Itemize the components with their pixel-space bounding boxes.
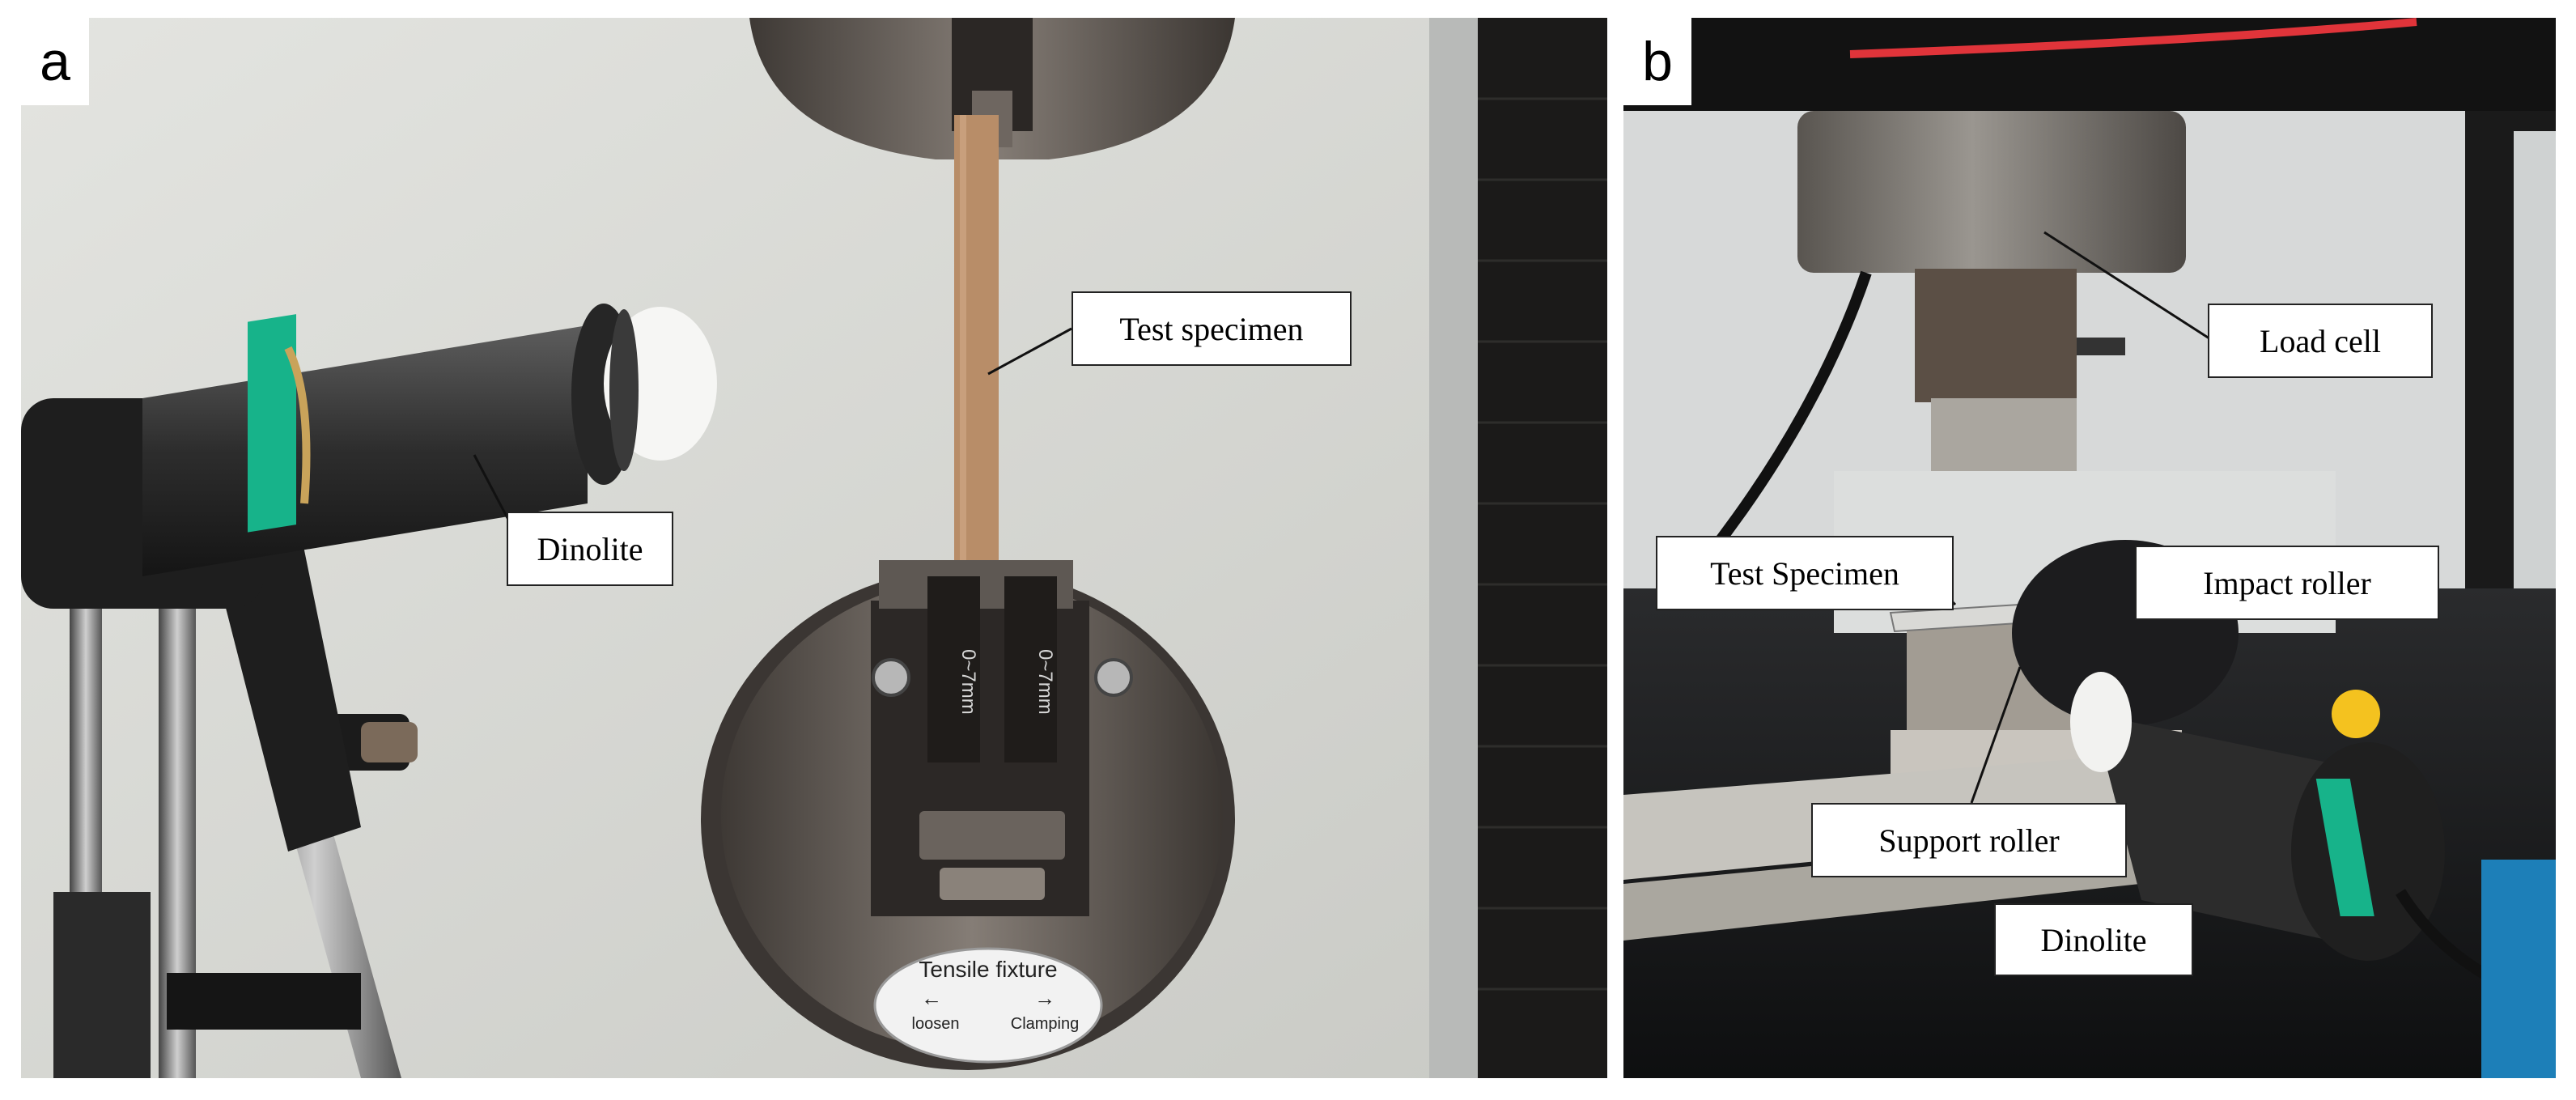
load-cell-body xyxy=(1797,111,2186,273)
dinolite-camera-b xyxy=(2070,672,2516,995)
tensile-test-photo xyxy=(21,18,1607,1078)
dinolite-camera xyxy=(21,304,717,609)
panel-b-impact-setup: b Load cell Test Specimen Impact roller … xyxy=(1623,18,2556,1078)
label-dinolite-a: Dinolite xyxy=(507,512,673,586)
arrow-left-icon: ← xyxy=(921,986,942,1010)
tensile-fixture-clamping: Clamping xyxy=(1010,1015,1080,1033)
leader-load-cell xyxy=(2043,231,2215,343)
arrow-right-icon: → xyxy=(1034,986,1055,1010)
frame-light-strip xyxy=(1429,18,1478,1078)
grip-marking-left: 0~7mm xyxy=(957,649,979,715)
label-dinolite-b: Dinolite xyxy=(1994,903,2193,976)
leader-support-roller xyxy=(1970,666,2022,804)
machine-frame-right xyxy=(1478,18,1607,1078)
leader-test-specimen xyxy=(987,327,1072,376)
panel-letter-a: a xyxy=(21,18,89,105)
panel-a-tensile-setup: a Test specimen Dinolite 0~7mm 0~7mm Ten… xyxy=(21,18,1607,1078)
tripod xyxy=(53,471,418,1078)
panel-letter-b: b xyxy=(1623,18,1691,105)
crosshead xyxy=(1623,18,2556,111)
grip-marking-right: 0~7mm xyxy=(1034,649,1056,715)
tensile-fixture-title: Tensile fixture xyxy=(919,957,1058,982)
label-impact-roller: Impact roller xyxy=(2135,546,2439,620)
lower-grip xyxy=(701,560,1235,1070)
label-test-specimen: Test specimen xyxy=(1072,291,1352,366)
label-test-specimen-b: Test Specimen xyxy=(1656,536,1954,610)
label-support-roller: Support roller xyxy=(1811,803,2127,877)
label-load-cell: Load cell xyxy=(2208,304,2433,378)
tensile-fixture-loosen: loosen xyxy=(911,1015,960,1033)
